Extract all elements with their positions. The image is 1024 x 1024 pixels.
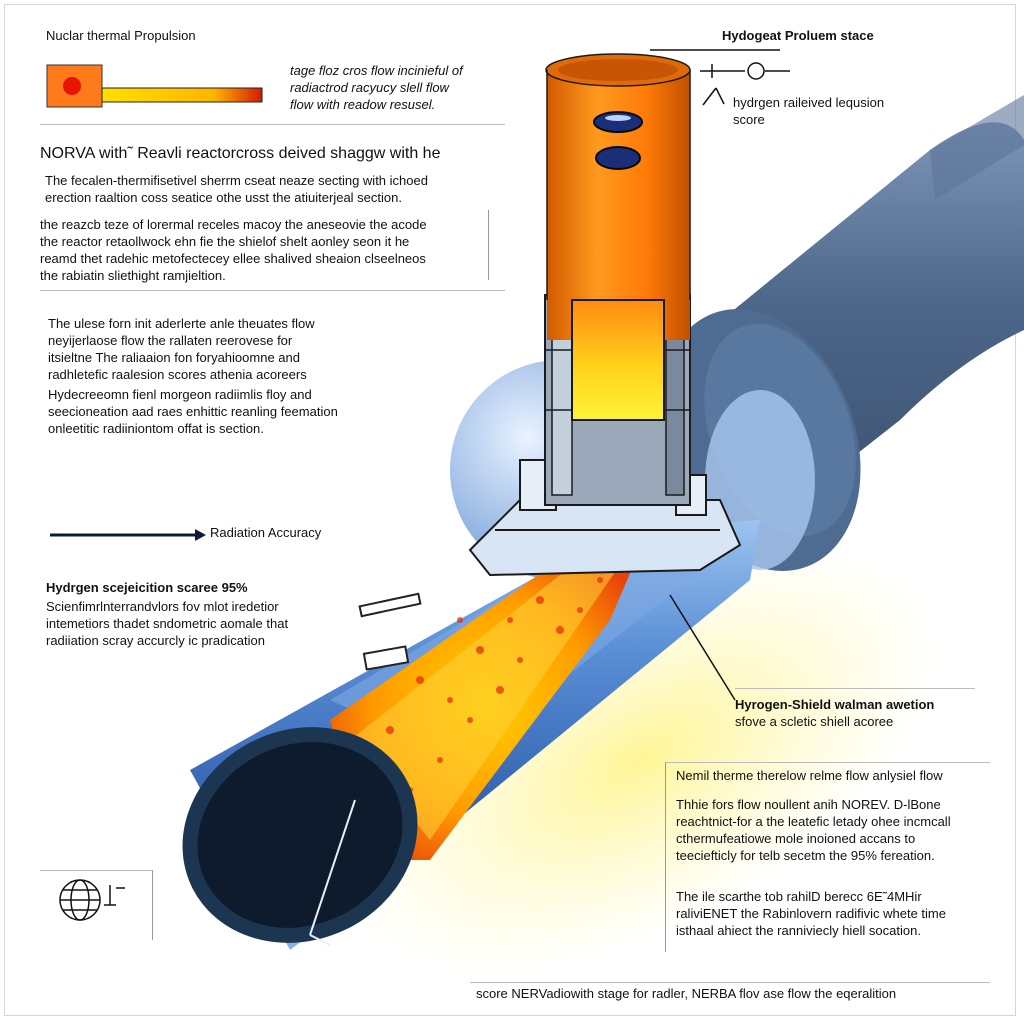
- paragraph-line: onleetitic radiiniontom offat is section…: [48, 420, 338, 437]
- footer-caption: score NERVadiowith stage for radler, NER…: [476, 986, 896, 1002]
- section2-paragraph-1: The ulese forn init aderlerte anle theua…: [48, 315, 315, 383]
- paragraph-line: The fecalen-thermifisetivel sherrm cseat…: [45, 172, 428, 189]
- note-line: hydrgen raileived lequsion: [733, 94, 884, 111]
- page-title: Nuclar thermal Propulsion: [46, 28, 196, 44]
- shield-callout-title: Hyrogen-Shield walman awetion: [735, 697, 934, 713]
- right-panel-left-rule: [665, 762, 666, 952]
- paragraph-line: itsieltne The raliaaion fon foryahioomne…: [48, 349, 315, 366]
- paragraph-line: isthaal ahiect the ranniviecly hiell soc…: [676, 922, 946, 939]
- paragraph-line: teeciefticly for telb secetm the 95% fer…: [676, 847, 951, 864]
- paragraph-line: the rabiatin sliethight ramjieltion.: [40, 267, 427, 284]
- right-panel-heading: Nemil therme therelow relme flow anlysie…: [676, 768, 943, 784]
- right-panel-paragraph-1: Thhie fors flow noullent anih NOREV. D-l…: [676, 796, 951, 864]
- section1-rule: [40, 290, 505, 291]
- pin-icon: [104, 885, 125, 905]
- globe-box-top: [40, 870, 152, 871]
- paragraph-line: reachtnict-for a the leatefic letady ohe…: [676, 813, 951, 830]
- paragraph-line: radhletefic raalesion scores athenia aco…: [48, 366, 315, 383]
- arrow-label: Radiation Accuracy: [210, 525, 321, 541]
- legend-text: tage floz cros flow incinieful of radiac…: [290, 62, 463, 113]
- legend-line: flow with readow resusel.: [290, 96, 463, 113]
- footer-rule: [470, 982, 990, 983]
- paragraph-line: cthermufeatiowe mole inoioned accans to: [676, 830, 951, 847]
- globe-icon: [60, 880, 100, 920]
- paragraph-line: radiiation scray accurcly ic pradication: [46, 632, 288, 649]
- paragraph-line: intemetiors thadet sndometric aomale tha…: [46, 615, 288, 632]
- paragraph-line: Thhie fors flow noullent anih NOREV. D-l…: [676, 796, 951, 813]
- legend-line: tage floz cros flow incinieful of: [290, 62, 463, 79]
- right-title: Hydogeat Proluem stace: [722, 28, 874, 44]
- paragraph-line: neyijerlaose flow the rallaten reerovese…: [48, 332, 315, 349]
- section3-text: Scienfimrlnterrandvlors fov mlot iredeti…: [46, 598, 288, 649]
- shield-callout-sub: sfove a scletic shiell acoree: [735, 714, 893, 730]
- paragraph-line: Hydecreeomn fienl morgeon radiimlis floy…: [48, 386, 338, 403]
- heat-legend: [47, 65, 262, 107]
- section1-heading: NORVA with˜ Reavli reactorcross deived s…: [40, 145, 440, 163]
- paragraph-line: seecioneation aad raes enhittic reanling…: [48, 403, 338, 420]
- paragraph-line: Scienfimrlnterrandvlors fov mlot iredeti…: [46, 598, 288, 615]
- section1-side-rule: [488, 210, 489, 280]
- section3-heading: Hydrgen scejeicition scaree 95%: [46, 580, 248, 596]
- arrow-right-icon: [50, 529, 206, 541]
- section2-paragraph-2: Hydecreeomn fienl morgeon radiimlis floy…: [48, 386, 338, 437]
- paragraph-line: reamd thet radehic metofectecey ellee sh…: [40, 250, 427, 267]
- top-right-note: hydrgen raileived lequsion score: [733, 94, 884, 128]
- section1-paragraph-2: the reazcb teze of lorermal receles maco…: [40, 216, 427, 284]
- right-panel-top-rule: [665, 762, 990, 763]
- note-line: score: [733, 111, 884, 128]
- paragraph-line: The ile scarthe tob rahilD berecc 6E˜4MH…: [676, 888, 946, 905]
- right-panel-paragraph-2: The ile scarthe tob rahilD berecc 6E˜4MH…: [676, 888, 946, 939]
- paragraph-line: erection raaltion coss seatice othe usst…: [45, 189, 428, 206]
- paragraph-line: The ulese forn init aderlerte anle theua…: [48, 315, 315, 332]
- legend-line: radiactrod racyucy slell flow: [290, 79, 463, 96]
- paragraph-line: the reazcb teze of lorermal receles maco…: [40, 216, 427, 233]
- section1-paragraph-1: The fecalen-thermifisetivel sherrm cseat…: [45, 172, 428, 206]
- callout-rule: [735, 688, 975, 689]
- globe-box-right: [152, 870, 153, 940]
- paragraph-line: the reactor retaollwock ehn fie the shie…: [40, 233, 427, 250]
- paragraph-line: raliviENET the Rabinlovern radifivic whe…: [676, 905, 946, 922]
- legend-rule: [40, 124, 505, 125]
